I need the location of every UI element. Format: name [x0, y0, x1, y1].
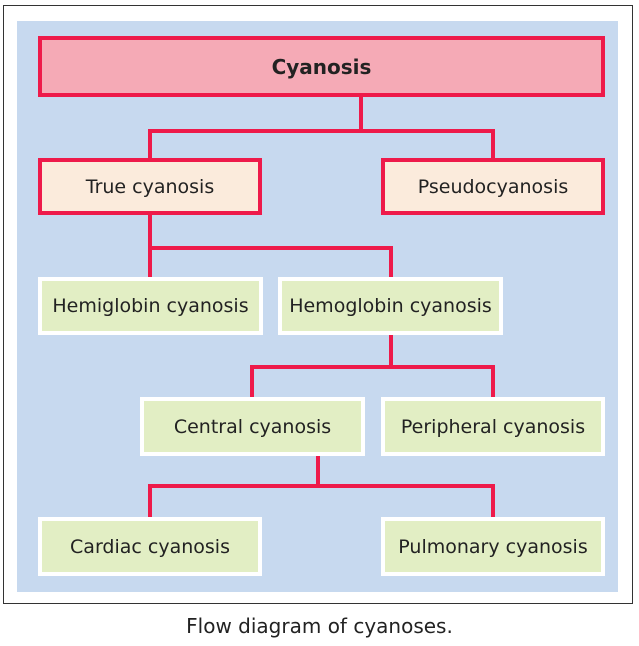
- node-label: Hemoglobin cyanosis: [289, 295, 492, 317]
- node-cyanosis: Cyanosis: [38, 36, 605, 97]
- node-label: Hemiglobin cyanosis: [52, 295, 249, 317]
- connector: [148, 129, 152, 159]
- node-pseudocyanosis: Pseudocyanosis: [381, 158, 605, 215]
- connector: [148, 484, 495, 488]
- connector: [491, 129, 495, 159]
- connector: [491, 484, 495, 518]
- node-peripheral-cyanosis: Peripheral cyanosis: [381, 397, 605, 456]
- node-hemoglobin-cyanosis: Hemoglobin cyanosis: [278, 277, 503, 335]
- connector: [389, 246, 393, 278]
- node-cardiac-cyanosis: Cardiac cyanosis: [38, 517, 262, 576]
- connector: [389, 335, 393, 368]
- node-central-cyanosis: Central cyanosis: [140, 397, 365, 456]
- node-label: Pulmonary cyanosis: [398, 535, 588, 558]
- node-label: Central cyanosis: [173, 415, 332, 438]
- connector: [250, 365, 495, 369]
- node-hemiglobin-cyanosis: Hemiglobin cyanosis: [38, 277, 263, 335]
- connector: [359, 97, 363, 131]
- connector: [491, 365, 495, 398]
- connector: [250, 365, 254, 398]
- node-label: Cyanosis: [271, 54, 372, 79]
- connector: [148, 129, 495, 133]
- connector: [148, 484, 152, 518]
- node-label: True cyanosis: [85, 175, 215, 198]
- node-label: Pseudocyanosis: [417, 175, 569, 198]
- figure-caption: Flow diagram of cyanoses.: [186, 614, 453, 638]
- connector: [148, 246, 393, 250]
- node-label: Cardiac cyanosis: [70, 535, 230, 558]
- node-true-cyanosis: True cyanosis: [38, 158, 262, 215]
- node-pulmonary-cyanosis: Pulmonary cyanosis: [381, 517, 605, 576]
- connector: [316, 456, 320, 488]
- figure-frame: [3, 5, 633, 604]
- node-label: Peripheral cyanosis: [400, 415, 586, 438]
